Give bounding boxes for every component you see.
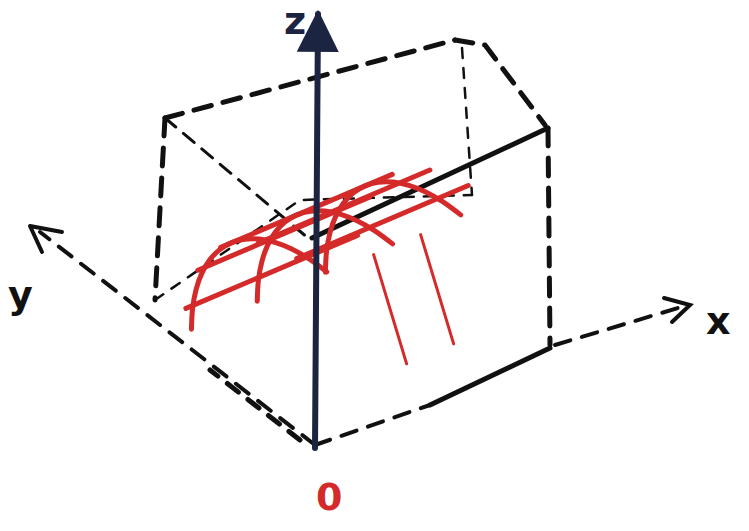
box-edge [548, 128, 550, 345]
axis-label: z [284, 2, 306, 40]
axis-label: y [8, 276, 33, 314]
x-arrowhead [664, 298, 690, 322]
surface-hatch [421, 235, 454, 344]
y-arrowhead [30, 226, 62, 252]
box-edge [462, 48, 472, 195]
surface-line [186, 235, 358, 308]
axes [30, 14, 690, 448]
origin-label: 0 [316, 478, 342, 516]
surface-line [221, 174, 393, 247]
y-axis [40, 232, 315, 445]
box-edge [165, 40, 455, 118]
surface-line [297, 186, 469, 259]
surface-hatch [374, 255, 407, 364]
box-edge [455, 40, 545, 125]
axis-label: x [706, 302, 731, 340]
box-edges [155, 40, 550, 440]
box-edge [155, 118, 165, 300]
surface-line [258, 170, 430, 243]
cylinder-surface [186, 170, 468, 364]
x-axis [430, 348, 550, 405]
box-edge [312, 128, 548, 238]
x-axis [555, 305, 688, 345]
x-axis [315, 405, 430, 445]
z-axis [315, 14, 318, 448]
box-edge [210, 370, 300, 440]
